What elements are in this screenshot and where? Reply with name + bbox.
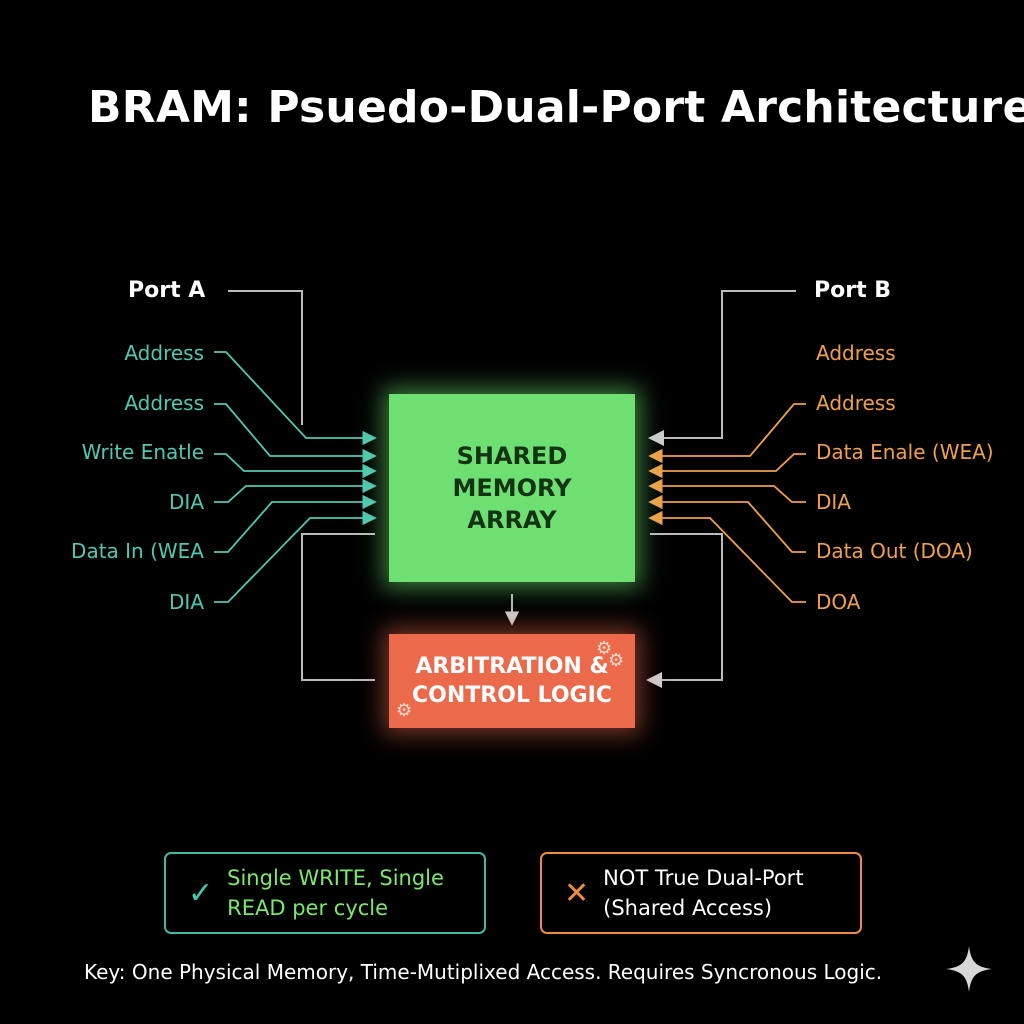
control-logic-label: ARBITRATION & CONTROL LOGIC [412,654,612,708]
port-a-signal: DIA [169,590,204,614]
port-a-wire [228,290,303,425]
port-b-signal: DIA [816,490,851,514]
control-logic-block: ARBITRATION & CONTROL LOGIC [389,634,635,728]
port-a-signal: Write Enatle [81,440,204,464]
port-a-signal-wires [214,351,377,603]
port-b-signal: DOA [816,590,861,614]
port-b-signal-wires [648,403,806,603]
gear-icon: ⚙ [596,638,613,659]
note-not-true-dual-port-text: NOT True Dual-Port (Shared Access) [603,866,804,920]
note-not-true-dual-port: ✕ NOT True Dual-Port (Shared Access) [540,852,862,934]
note-single-rw: ✓ Single WRITE, Single READ per cycle [164,852,486,934]
cross-icon: ✕ [564,875,590,911]
port-b-signal: Data Out (DOA) [816,539,973,563]
diagram-title: BRAM: Psuedo-Dual-Port Architecture [88,82,1024,133]
port-a-signal: Address [124,341,204,365]
port-b-loop-wire [646,533,723,688]
shared-memory-block: SHARED MEMORY ARRAY [389,394,635,582]
port-a-loop-wire [301,533,375,681]
note-single-rw-text: Single WRITE, Single READ per cycle [227,866,444,920]
port-b-signal: Data Enale (WEA) [816,440,994,464]
check-icon: ✓ [188,875,214,911]
port-b-wire [648,290,796,446]
gear-icon: ⚙ [608,650,625,671]
port-a-signal: Address [124,391,204,415]
port-a-signal: Data In (WEA [71,539,204,563]
gear-icon: ⚙ [396,700,413,721]
shared-memory-label: SHARED MEMORY ARRAY [452,442,572,534]
port-a-signal: DIA [169,490,204,514]
port-b-label: Port B [814,278,892,303]
key-caption: Key: One Physical Memory, Time-Mutiplixe… [84,960,883,984]
port-b-signal: Address [816,391,896,415]
port-b-signal: Address [816,341,896,365]
port-a-label: Port A [128,278,206,303]
sparkle-icon [946,946,992,992]
